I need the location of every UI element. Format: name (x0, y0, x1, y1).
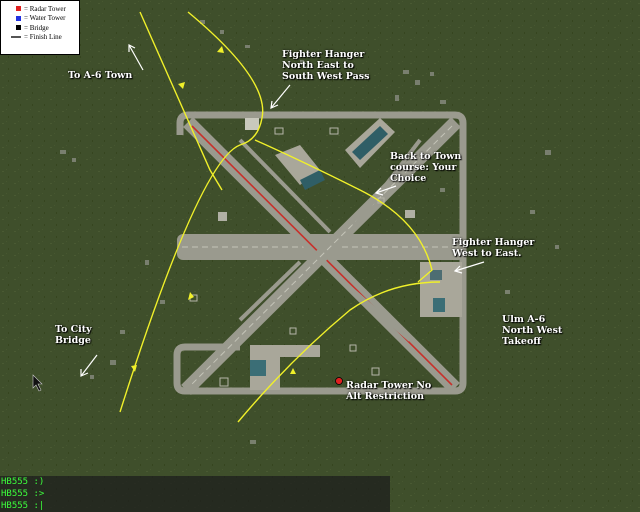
route-north-to-south-west (139, 11, 223, 191)
label-line: West to East. (452, 248, 522, 259)
label-line: Choice (390, 173, 427, 184)
label-line: South West Pass (282, 71, 370, 82)
route-west-to-east (237, 281, 441, 423)
bridge-swatch-icon (16, 25, 21, 31)
label-line: Back to Town (390, 151, 462, 162)
ground-objects (189, 127, 385, 387)
label-line: Alt Restriction (346, 391, 424, 402)
label-line: Ulm A-6 (502, 314, 546, 325)
legend-radar-tower: = Radar Tower (5, 4, 75, 14)
legend-label: = Finish Line (24, 33, 62, 42)
route-back-to-town (254, 139, 433, 283)
radar-tower-marker (335, 377, 343, 385)
label-to-a6-town: To A-6 Town (68, 70, 132, 81)
label-fighter-hanger-west-east: Fighter Hanger West to East. (452, 237, 534, 259)
label-radar-tower: Radar Tower No Alt Restriction (346, 380, 431, 402)
legend-bridge: = Bridge (5, 23, 75, 33)
label-line: Bridge (55, 335, 91, 346)
radar-tower-swatch-icon (16, 6, 21, 12)
route-arrows (131, 46, 296, 374)
label-line: North East to (282, 60, 354, 71)
chat-line: HB555 :) (1, 477, 45, 487)
label-ulm-a6-takeoff: Ulm A-6 North West Takeoff (502, 314, 562, 347)
runways (173, 111, 467, 395)
chat-line: HB555 :| (1, 501, 45, 511)
finish-line-swatch-icon (11, 36, 21, 39)
pointer-arrows (80, 44, 485, 377)
water-tower-swatch-icon (16, 15, 21, 21)
legend-water-tower: = Water Tower (5, 14, 75, 24)
label-to-city-bridge: To City Bridge (55, 324, 92, 346)
label-line: course: Your (390, 162, 457, 173)
label-line: North West (502, 325, 563, 336)
scattered-buildings (60, 20, 559, 444)
legend-label: = Bridge (24, 23, 49, 32)
legend-label: = Radar Tower (24, 4, 66, 13)
legend-finish-line: = Finish Line (5, 33, 75, 43)
legend-label: = Water Tower (24, 14, 66, 23)
label-line: Takeoff (502, 336, 542, 347)
chat-line: HB555 :> (1, 489, 45, 499)
map-legend: = Radar Tower = Water Tower = Bridge = F… (0, 0, 80, 55)
route-hangar-north-east (119, 11, 264, 413)
chat-console: HB555 :) HB555 :> HB555 :| (0, 476, 390, 512)
label-line: Fighter Hanger (452, 237, 535, 248)
flight-routes (119, 11, 441, 423)
label-text: To A-6 Town (68, 70, 133, 81)
mouse-cursor-icon (32, 374, 43, 392)
label-back-to-town: Back to Town course: Your Choice (390, 151, 461, 184)
label-line: Radar Tower No (346, 380, 432, 391)
label-fighter-hanger-north-east: Fighter Hanger North East to South West … (282, 49, 369, 82)
label-line: Fighter Hanger (282, 49, 365, 60)
label-line: To City (55, 324, 92, 335)
